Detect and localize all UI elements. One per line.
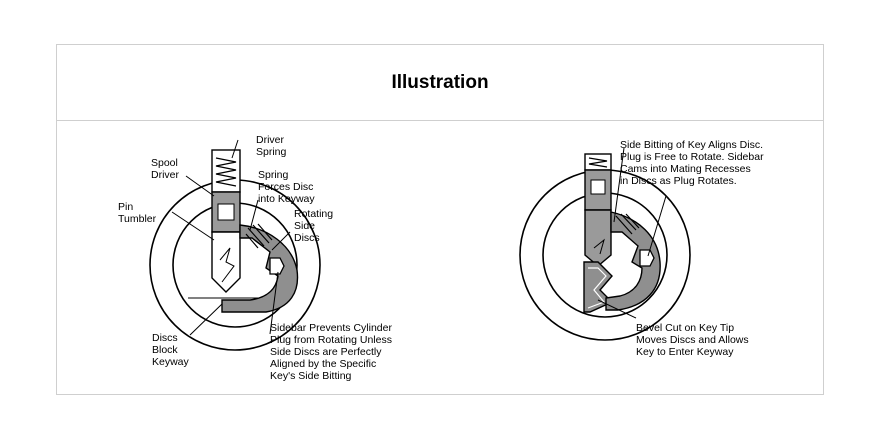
left-sidebar xyxy=(269,257,285,275)
label-pin-tumbler: Pin Tumbler xyxy=(118,201,157,225)
label-spool-driver: Spool Driver xyxy=(151,157,181,181)
left-lock-diagram: Driver Spring Spool Driver Spring Forces… xyxy=(118,134,395,382)
right-spool-driver xyxy=(584,169,612,211)
label-sidebar-prevents: Sidebar Prevents Cylinder Plug from Rota… xyxy=(270,322,395,382)
right-pin-tumbler xyxy=(584,209,612,267)
panel-header: Illustration xyxy=(57,45,823,121)
right-lock-diagram: Side Bitting of Key Aligns Disc. Plug is… xyxy=(519,139,767,358)
label-rotating-side-discs: Rotating Side Discs xyxy=(294,208,336,244)
right-sidebar xyxy=(639,249,655,267)
panel-title: Illustration xyxy=(391,71,489,93)
label-spring-forces-disc: Spring Forces Disc into Keyway xyxy=(258,169,316,205)
left-driver-spring xyxy=(215,157,237,187)
right-side-discs xyxy=(605,211,661,311)
label-discs-block-keyway: Discs Block Keyway xyxy=(152,332,190,368)
label-driver-spring: Driver Spring xyxy=(256,134,287,158)
label-bevel-cut: Bevel Cut on Key Tip Moves Discs and All… xyxy=(636,322,752,358)
label-side-bitting: Side Bitting of Key Aligns Disc. Plug is… xyxy=(620,139,767,187)
